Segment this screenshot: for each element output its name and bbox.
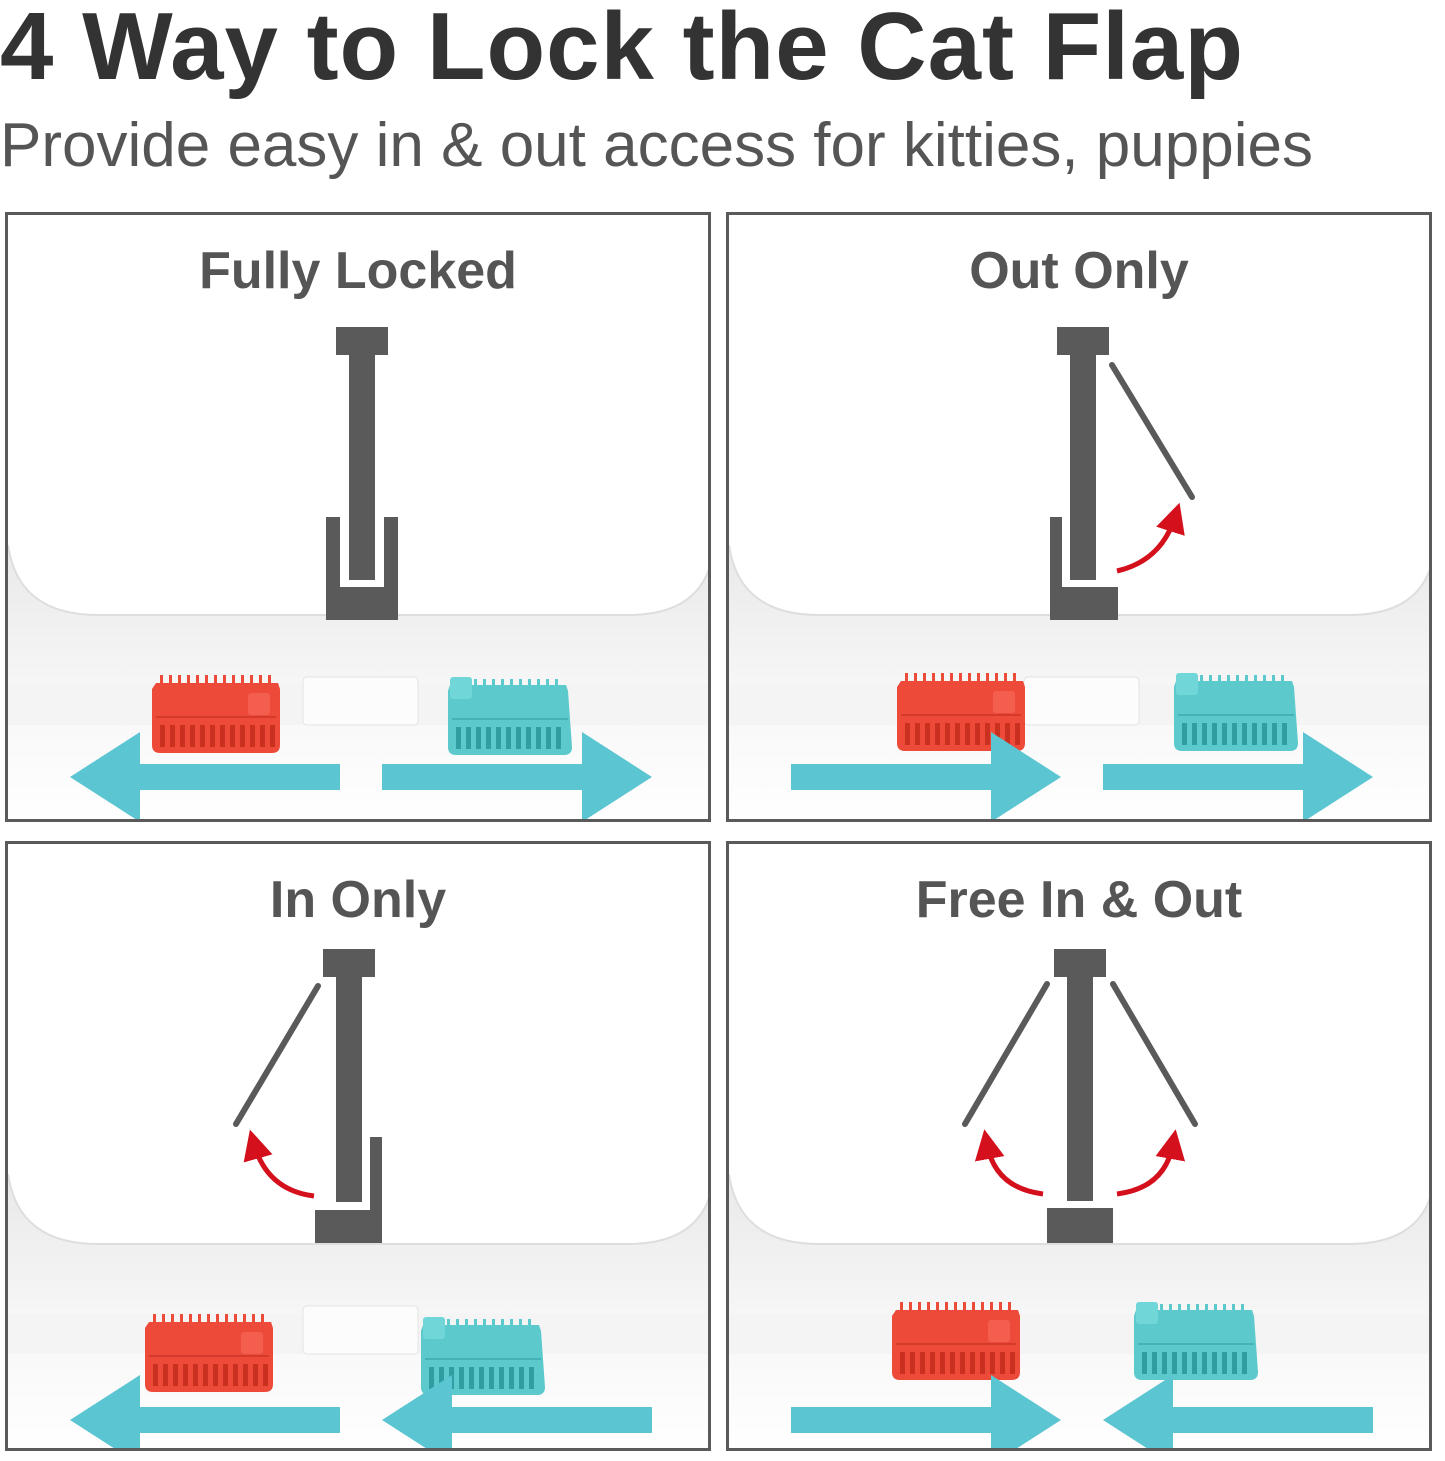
mode-label: Out Only [969,242,1189,300]
flap-illustration [8,215,708,819]
panel-fully-locked: Fully Locked [5,212,711,822]
teal-slider [1133,1301,1259,1381]
mode-label: Fully Locked [199,242,517,300]
flap-free-icon [962,949,1198,1243]
flap-illustration [729,215,1429,819]
flap-in-only-icon [233,949,382,1243]
flap-out-only-icon [1050,327,1195,620]
teal-slider [447,676,573,756]
panel-free-in-out: Free In & Out [726,841,1432,1451]
red-slider [896,672,1026,752]
teal-slider [1173,672,1299,752]
red-slider [151,674,281,754]
red-slider [144,1313,274,1393]
flap-illustration [729,844,1429,1448]
page-title: 4 Way to Lock the Cat Flap [0,0,1244,100]
panel-out-only: Out Only [726,212,1432,822]
mode-label: Free In & Out [915,871,1243,929]
mode-label: In Only [269,871,447,929]
panel-in-only: In Only [5,841,711,1451]
flap-locked-icon [326,327,398,620]
page-subtitle: Provide easy in & out access for kitties… [0,111,1313,180]
red-slider [891,1301,1021,1381]
flap-illustration [8,844,708,1448]
